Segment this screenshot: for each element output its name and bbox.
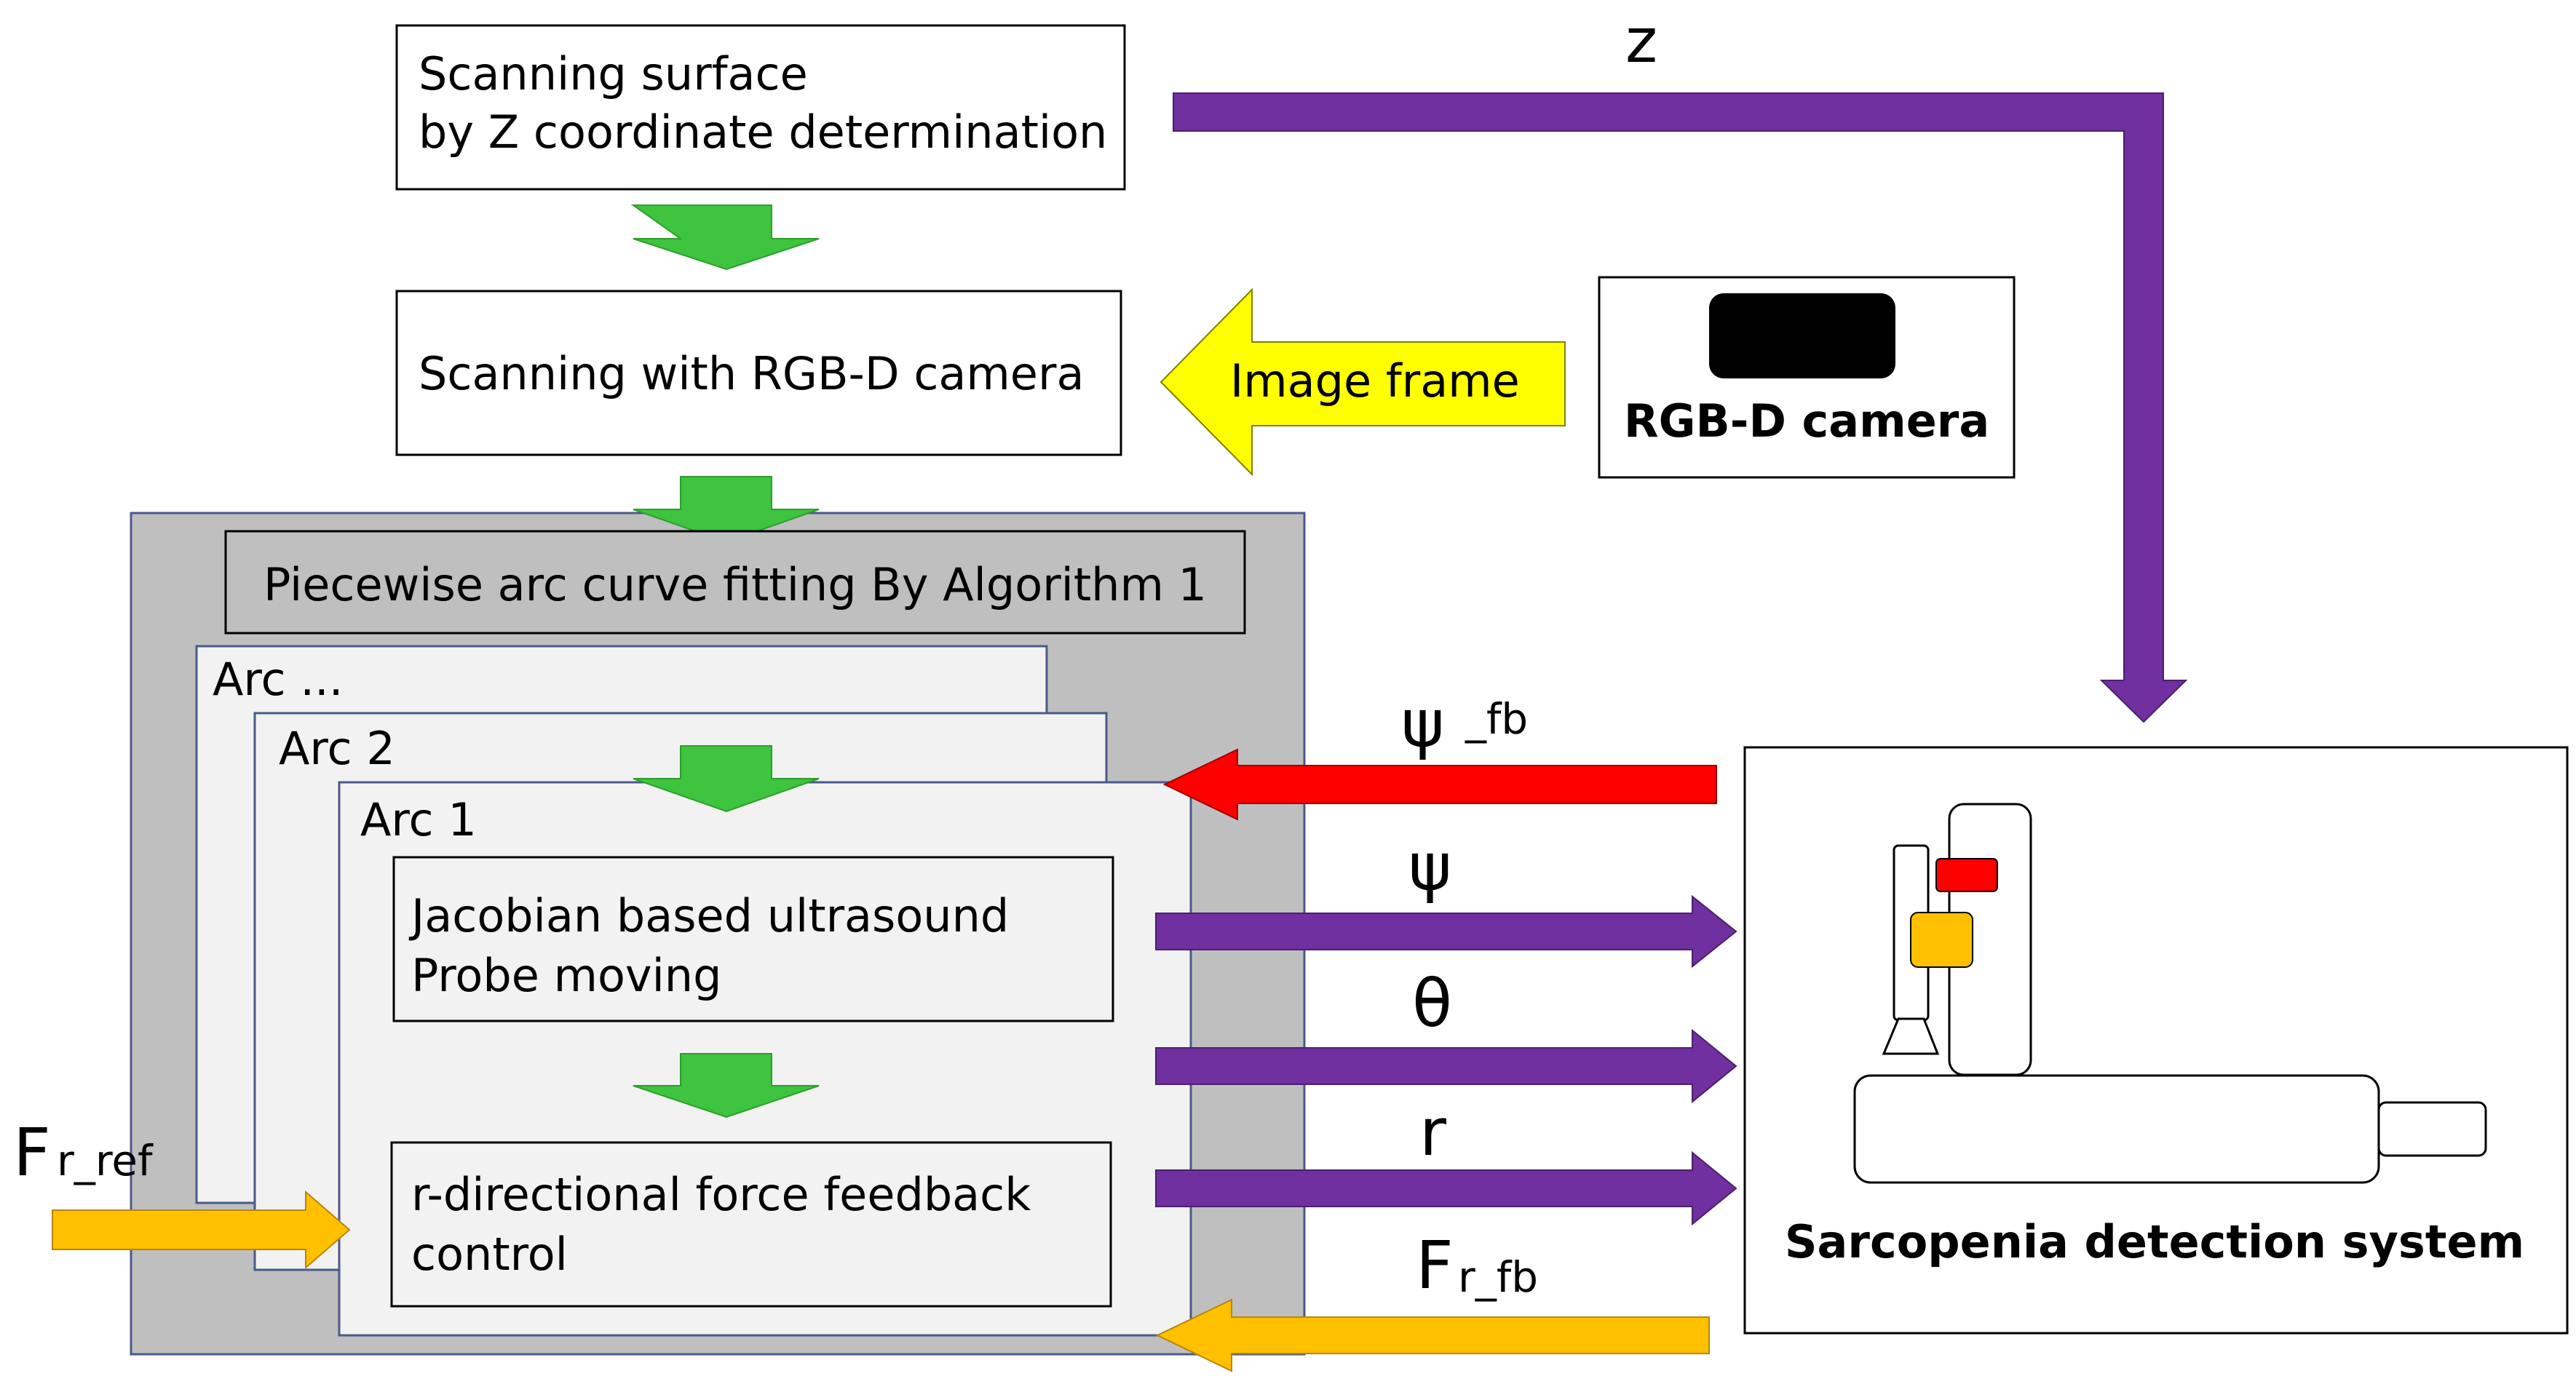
r-arrow — [1155, 1150, 1737, 1226]
psi-fb-arrow — [1162, 748, 1717, 821]
force-box — [390, 1141, 1112, 1308]
green-arrow-1 — [630, 204, 820, 271]
camera-icon — [1709, 293, 1895, 378]
z-label: z — [1625, 5, 1657, 76]
piecewise-box — [224, 530, 1246, 635]
image-frame-label: Image frame — [1230, 354, 1520, 408]
force-text-1: r-directional force feedback — [411, 1168, 1031, 1221]
theta-arrow — [1155, 1028, 1737, 1104]
force-text-2: control — [411, 1228, 568, 1281]
scan-rgbd-box — [395, 290, 1122, 456]
fr-fb-arrow — [1155, 1298, 1710, 1372]
red-joint — [1935, 858, 1998, 892]
orange-joint — [1910, 912, 1973, 968]
base-body — [1853, 1074, 2380, 1184]
theta-symbol: θ — [1412, 966, 1452, 1042]
fr-ref-label: F — [13, 1115, 51, 1191]
system-label: Sarcopenia detection system — [1785, 1215, 2524, 1268]
jacobian-text-2: Probe moving — [411, 949, 721, 1002]
fr-fb-sub: r_fb — [1458, 1252, 1538, 1302]
arc-more-label: Arc ... — [213, 653, 343, 706]
scan-rgbd-text: Scanning with RGB-D camera — [419, 347, 1084, 400]
scan-surface-text-2: by Z coordinate determination — [419, 106, 1107, 159]
r-symbol: r — [1419, 1094, 1446, 1171]
psi-arrow — [1155, 894, 1737, 969]
system-box — [1743, 746, 2569, 1335]
image-frame-arrow — [1160, 287, 1566, 477]
green-arrow-3 — [633, 745, 820, 813]
jacobian-box — [392, 856, 1114, 1022]
scan-surface-text-1: Scanning surface — [419, 47, 808, 100]
green-arrow-4 — [633, 1053, 820, 1118]
jacobian-text-1: Jacobian based ultrasound — [408, 889, 1009, 942]
fr-ref-sub: r_ref — [57, 1136, 154, 1185]
piecewise-text: Piecewise arc curve fitting By Algorithm… — [263, 558, 1207, 611]
base-handle — [2377, 1101, 2487, 1157]
psi-fb-symbol: ψ — [1401, 685, 1444, 762]
arc2-label: Arc 2 — [279, 722, 395, 775]
system-illustration — [1853, 803, 2487, 1184]
probe-tip — [1882, 1017, 1940, 1055]
z-arrow — [1173, 92, 2188, 723]
fr-fb-label: F — [1416, 1228, 1454, 1304]
psi-fb-sub: _fb — [1465, 694, 1528, 744]
camera-label: RGB-D camera — [1624, 394, 1989, 448]
green-arrow-2 — [633, 476, 820, 544]
psi-symbol: ψ — [1408, 829, 1451, 905]
arc1-label: Arc 1 — [360, 793, 477, 846]
scan-surface-box — [395, 24, 1126, 191]
fr-ref-arrow — [52, 1190, 351, 1270]
